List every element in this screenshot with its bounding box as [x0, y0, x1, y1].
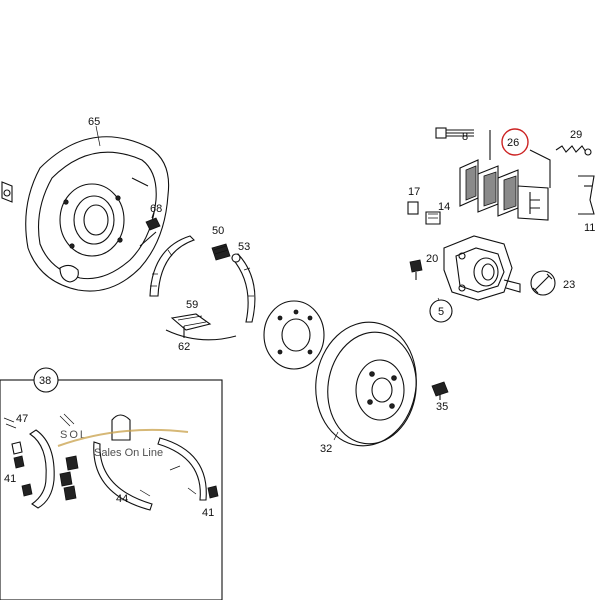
label-35: 35	[436, 401, 448, 413]
label-32: 32	[320, 443, 332, 455]
adjuster-53: 53	[211, 241, 250, 263]
label-29: 29	[570, 129, 582, 141]
label-11: 11	[584, 222, 595, 234]
shield-bolt-68: 68	[145, 203, 162, 231]
parking-shoes-50: 50	[149, 225, 256, 341]
label-14: 14	[438, 201, 450, 213]
label-23: 23	[563, 279, 575, 291]
label-50: 50	[212, 225, 224, 237]
label-38: 38	[39, 375, 51, 387]
label-41-right: 41	[202, 507, 214, 519]
caliper-bolt-20: 20	[409, 253, 438, 280]
brake-disc-32: 32	[315, 321, 417, 455]
highlight-ring-26	[501, 128, 529, 156]
bleeder-17: 17	[407, 186, 420, 215]
label-47: 47	[16, 413, 28, 425]
wrench-23: 23	[530, 270, 575, 296]
label-5: 5	[438, 306, 444, 318]
repair-kit-38: 38 47 41 44 41	[0, 367, 223, 600]
label-59: 59	[186, 299, 198, 311]
dust-shield-65: 65	[1, 116, 170, 292]
label-53: 53	[238, 241, 250, 253]
label-26: 26	[507, 137, 519, 149]
spreader-59: 59	[170, 299, 212, 331]
label-68: 68	[150, 203, 162, 215]
label-41-left: 41	[4, 473, 16, 485]
hub-flange	[263, 300, 325, 370]
label-17: 17	[408, 186, 420, 198]
callout-ring-5	[429, 299, 453, 323]
clip-11: 11	[578, 175, 595, 234]
watermark-swoosh	[57, 428, 189, 447]
caliper-5: 5	[429, 235, 521, 323]
disc-bolt-35: 35	[431, 381, 449, 413]
watermark-tagline: Sales On Line	[94, 447, 163, 459]
spreader-bolt-62: 62	[178, 326, 190, 353]
brake-pads-26: 26	[459, 128, 551, 221]
watermark-logo-text: SOL	[60, 429, 88, 441]
label-62: 62	[178, 341, 190, 353]
bleeder-14: 14	[425, 201, 450, 225]
label-20: 20	[426, 253, 438, 265]
label-44: 44	[116, 493, 128, 505]
guide-pin-8: 8	[435, 127, 474, 143]
spring-29: 29	[555, 129, 592, 156]
label-8: 8	[462, 131, 468, 143]
label-65: 65	[88, 116, 100, 128]
sol-watermark-logo: SOL Sales On Line	[57, 428, 189, 459]
